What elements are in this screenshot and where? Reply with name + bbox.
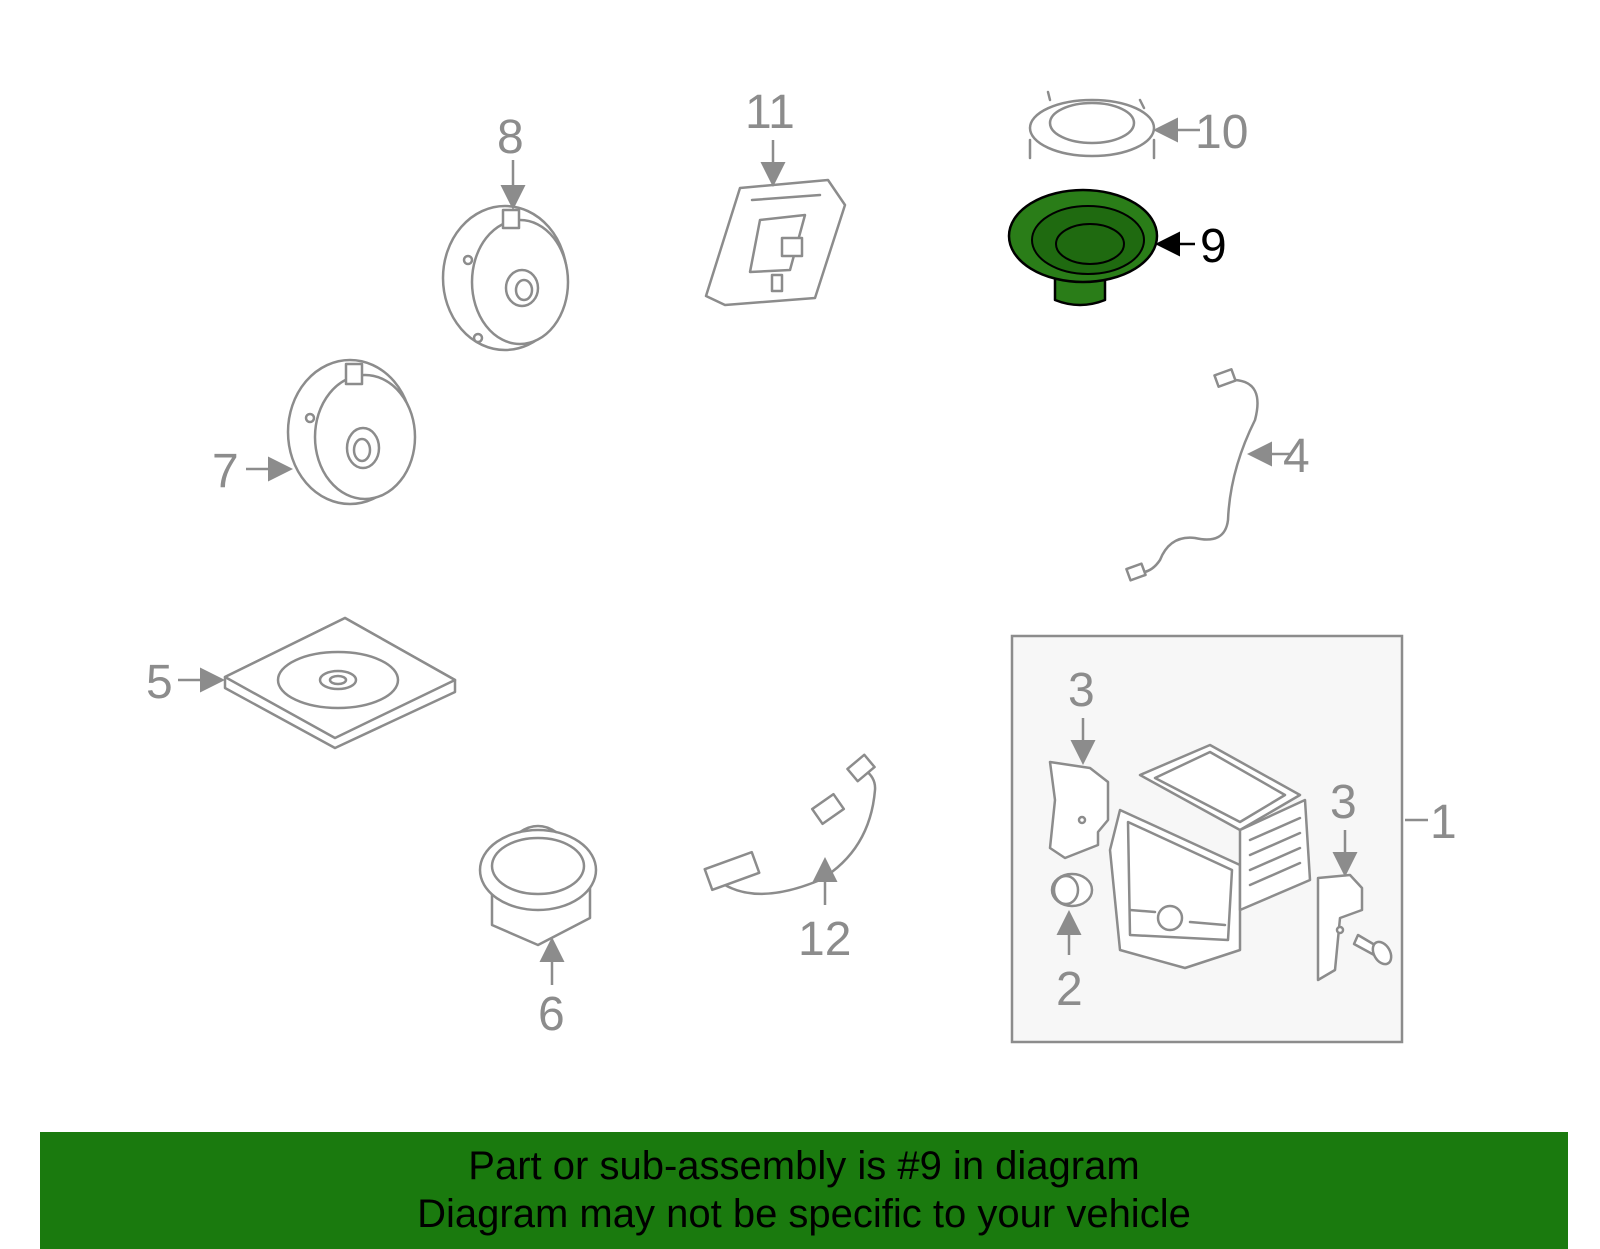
callout-7[interactable]: 7 bbox=[212, 445, 239, 498]
info-banner: Part or sub-assembly is #9 in diagram Di… bbox=[40, 1132, 1568, 1249]
callout-11[interactable]: 11 bbox=[745, 86, 795, 139]
part-12-harness[interactable] bbox=[703, 753, 877, 905]
callout-9[interactable]: 9 bbox=[1200, 220, 1227, 273]
part-10-cover[interactable] bbox=[1028, 90, 1200, 160]
part-7-speaker[interactable] bbox=[246, 358, 417, 506]
callout-2[interactable]: 2 bbox=[1056, 963, 1083, 1016]
part-8-speaker[interactable] bbox=[441, 160, 570, 352]
part-1-head-unit[interactable] bbox=[1108, 743, 1312, 970]
banner-line-1: Part or sub-assembly is #9 in diagram bbox=[468, 1144, 1140, 1188]
part-11-bracket[interactable] bbox=[704, 140, 847, 307]
part-3-bracket-right[interactable] bbox=[1316, 830, 1364, 982]
callout-3-left[interactable]: 3 bbox=[1068, 664, 1095, 717]
part-6-speaker[interactable] bbox=[478, 824, 598, 985]
callout-1[interactable]: 1 bbox=[1430, 796, 1457, 849]
screw bbox=[1352, 933, 1393, 966]
callout-12[interactable]: 12 bbox=[798, 913, 851, 966]
part-3-bracket-left[interactable] bbox=[1048, 718, 1110, 860]
callout-6[interactable]: 6 bbox=[538, 988, 565, 1041]
part-2-knob[interactable] bbox=[1050, 872, 1094, 955]
callout-5[interactable]: 5 bbox=[146, 656, 173, 709]
callout-8[interactable]: 8 bbox=[497, 111, 524, 164]
part-5-disc-package[interactable] bbox=[178, 616, 457, 750]
part-4-cable[interactable] bbox=[1125, 368, 1290, 582]
callout-10[interactable]: 10 bbox=[1195, 106, 1248, 159]
banner-line-2: Diagram may not be specific to your vehi… bbox=[417, 1192, 1191, 1236]
part-9-speaker-selected[interactable] bbox=[1007, 188, 1195, 307]
callout-4[interactable]: 4 bbox=[1283, 430, 1310, 483]
callout-3-right[interactable]: 3 bbox=[1330, 776, 1357, 829]
